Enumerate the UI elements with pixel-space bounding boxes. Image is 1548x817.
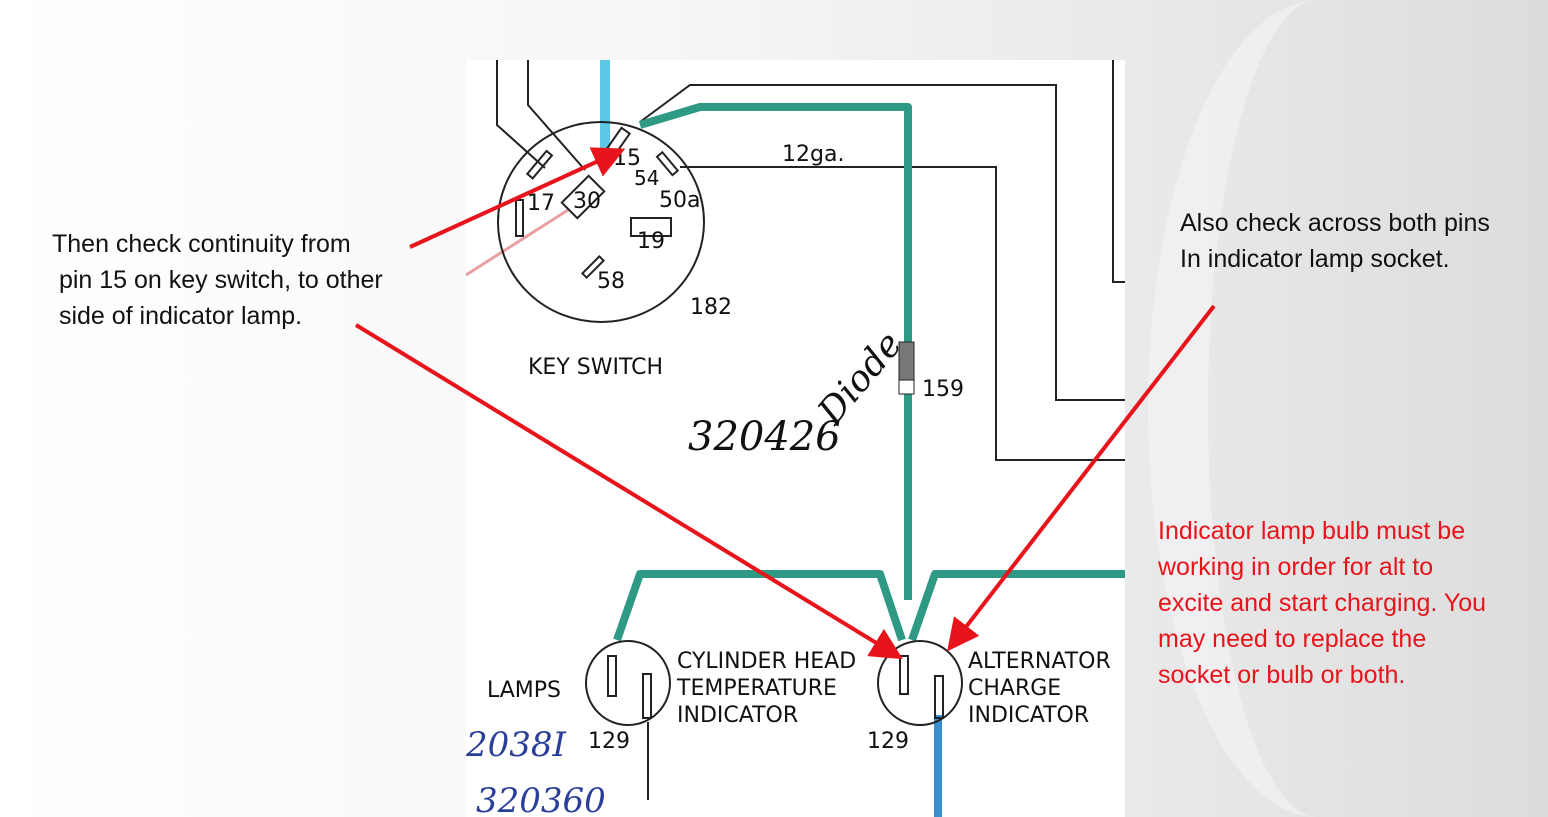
warning-line-1: Indicator lamp bulb must be (1158, 517, 1466, 545)
connector-159 (898, 379, 915, 395)
left-line-1: Then check continuity from (52, 230, 351, 258)
warning-line-4: may need to replace the (1158, 625, 1427, 653)
warning-line-2: working in order for alt to (1158, 553, 1434, 581)
lamp-number-left: 129 (588, 729, 630, 754)
left-line-3: side of indicator lamp. (52, 302, 303, 330)
pink-wire (465, 208, 569, 277)
black-wires (496, 60, 1125, 800)
right-line-1: Also check across both pins (1180, 209, 1490, 237)
pin-54-label: 54 (634, 166, 659, 190)
lamps-label: LAMPS (487, 678, 561, 703)
connector-number: 159 (922, 377, 964, 402)
cyl-head-label-2: TEMPERATURE (676, 676, 837, 701)
arrow-to-socket-pins (947, 304, 1216, 652)
part-number-a: 2038I (465, 725, 567, 765)
pin-50a-label: 50a (659, 188, 700, 213)
left-instruction: Then check continuity from pin 15 on key… (52, 226, 383, 334)
key-switch-number: 182 (690, 295, 732, 320)
cyl-head-lamp-socket (585, 640, 671, 726)
pin-58-label: 58 (597, 269, 625, 294)
key-switch-pins (515, 126, 680, 280)
arrow-to-pin-15 (409, 147, 626, 249)
left-line-2: pin 15 on key switch, to other (52, 266, 383, 294)
red-arrows (354, 147, 1216, 660)
part-number-b: 320360 (476, 781, 606, 817)
pin-17-label: 17 (527, 191, 555, 216)
warning-line-5: socket or bulb or both. (1158, 661, 1406, 689)
diode-part-number: 320426 (688, 414, 841, 460)
alt-label-2: CHARGE (968, 676, 1061, 701)
cyl-head-label-3: INDICATOR (677, 703, 798, 728)
pin-19-label: 19 (637, 229, 665, 254)
pin-30-label: 30 (573, 189, 601, 214)
arrow-to-lamp-pin (354, 323, 903, 660)
indicator-lamps (585, 640, 963, 726)
key-switch-label: KEY SWITCH (528, 355, 663, 380)
alt-charge-lamp-socket (877, 640, 963, 726)
cyl-head-label-1: CYLINDER HEAD (677, 649, 856, 674)
diagram-background (466, 60, 1125, 817)
alt-label-1: ALTERNATOR (968, 649, 1111, 674)
right-instruction: Also check across both pins In indicator … (1180, 205, 1490, 277)
alt-label-3: INDICATOR (968, 703, 1089, 728)
lamp-number-right: 129 (867, 729, 909, 754)
right-line-2: In indicator lamp socket. (1180, 245, 1450, 273)
warning-line-3: excite and start charging. You (1158, 589, 1487, 617)
key-switch-body (497, 121, 705, 323)
warning-note: Indicator lamp bulb must be working in or… (1158, 513, 1486, 693)
wire-gauge-label: 12ga. (782, 142, 844, 167)
